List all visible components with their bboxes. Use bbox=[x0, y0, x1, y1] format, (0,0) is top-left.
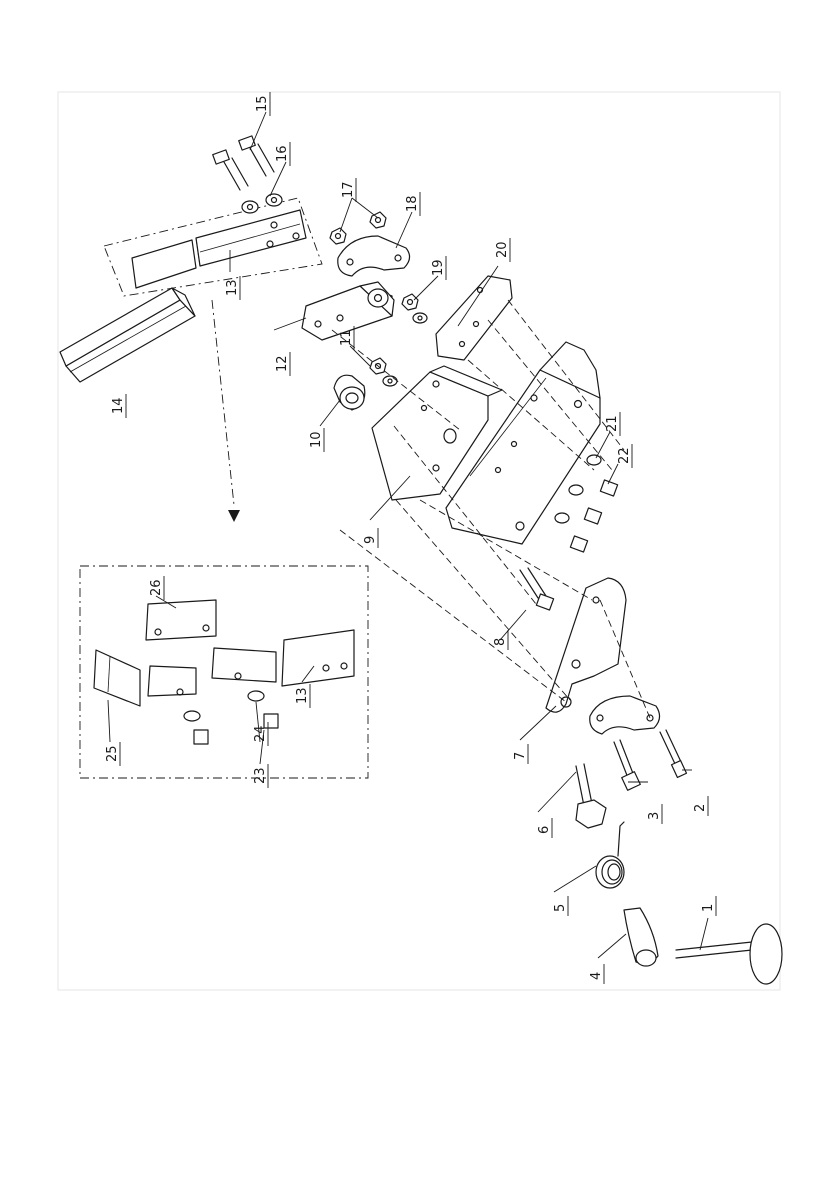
callout-11: 11 bbox=[339, 329, 354, 346]
callout-16: 16 bbox=[275, 145, 290, 162]
callout-1: 1 bbox=[701, 904, 716, 912]
callout-19: 19 bbox=[431, 259, 446, 276]
callout-24: 24 bbox=[253, 725, 268, 742]
inset-detail-box bbox=[80, 566, 368, 778]
callout-4: 4 bbox=[589, 972, 604, 980]
part-14-square-tube bbox=[60, 288, 195, 382]
callout-15: 15 bbox=[255, 95, 270, 112]
callout-10: 10 bbox=[309, 431, 324, 448]
callout-12: 12 bbox=[275, 355, 290, 372]
part-5-spring bbox=[596, 822, 624, 888]
callout-underlines bbox=[120, 92, 716, 984]
callout-13: 13 bbox=[225, 279, 240, 296]
part-13-tube-assembly bbox=[104, 198, 322, 296]
callout-17: 17 bbox=[341, 181, 356, 198]
callout-5: 5 bbox=[553, 904, 568, 912]
part-10-bushing bbox=[334, 375, 365, 410]
callout-7: 7 bbox=[513, 752, 528, 760]
callout-labels: 15 16 17 18 13 12 14 19 11 10 9 20 21 22… bbox=[105, 95, 716, 980]
part-15-bolts bbox=[213, 136, 274, 190]
part-16-washers bbox=[242, 194, 282, 213]
callout-23: 23 bbox=[253, 767, 268, 784]
callout-14: 14 bbox=[111, 397, 126, 414]
callout-20: 20 bbox=[495, 241, 510, 258]
part-4-pin bbox=[624, 908, 658, 966]
callout-3: 3 bbox=[647, 812, 662, 820]
callout-22: 22 bbox=[617, 447, 632, 464]
callout-9: 9 bbox=[363, 536, 378, 544]
part-19-nuts bbox=[402, 294, 427, 323]
part-6-bolt bbox=[576, 764, 606, 828]
callout-25: 25 bbox=[105, 745, 120, 762]
part-3-bolt bbox=[614, 740, 640, 790]
callout-21: 21 bbox=[605, 415, 620, 432]
part-7-pivot-plate bbox=[546, 578, 626, 712]
callout-26: 26 bbox=[149, 579, 164, 596]
drawing-frame bbox=[58, 92, 780, 990]
callout-2: 2 bbox=[693, 804, 708, 812]
part-11-nuts bbox=[370, 358, 397, 386]
callout-18: 18 bbox=[405, 195, 420, 212]
callout-8: 8 bbox=[493, 638, 508, 646]
callout-13-inset: 13 bbox=[295, 687, 310, 704]
part-1-rod bbox=[676, 924, 782, 984]
callout-6: 6 bbox=[537, 826, 552, 834]
